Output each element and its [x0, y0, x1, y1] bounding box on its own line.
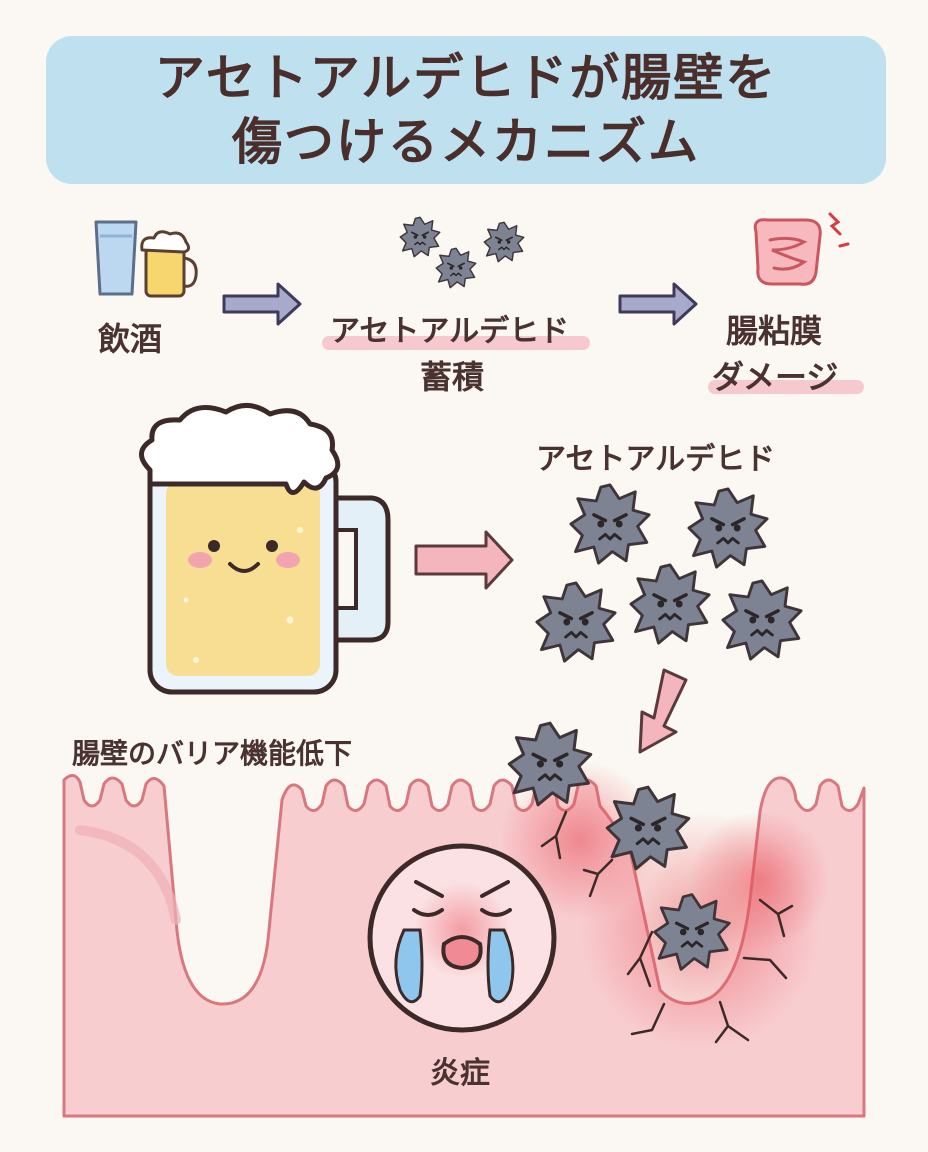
barrier-function-decline-label: 腸壁のバリア機能低下: [72, 737, 353, 770]
step-accumulation-label-1: アセトアルデヒド: [330, 314, 570, 349]
inflammation-glow: [690, 810, 830, 950]
arrow-right-icon: [222, 282, 302, 326]
inflammation-label: 炎症: [430, 1056, 490, 1091]
acetaldehyde-molecule-icon: [687, 487, 769, 569]
title-line-2: 傷つけるメカニズム: [232, 113, 700, 171]
step-accumulation-label-2: 蓄積: [420, 358, 485, 396]
acetaldehyde-molecule-icon: [535, 581, 617, 663]
acetaldehyde-molecule-icon: [629, 563, 711, 645]
arrow-right-icon: [618, 282, 698, 326]
tissue-cracks: [540, 810, 794, 1044]
crying-cell-icon: [367, 843, 557, 1033]
drink-glasses-icon: [94, 220, 198, 298]
smiling-beer-mug: [139, 403, 391, 695]
acetaldehyde-molecule-icon: [569, 483, 651, 565]
arrow-down-icon: [638, 668, 688, 754]
title-banner: アセトアルデヒドが腸壁を 傷つけるメカニズム: [46, 36, 886, 184]
step-damage-label-1: 腸粘膜: [726, 312, 823, 350]
title-line-1: アセトアルデヒドが腸壁を: [154, 49, 778, 107]
acetaldehyde-molecule-icon: [435, 247, 477, 289]
acetaldehyde-label: アセトアルデヒド: [536, 442, 776, 477]
step-drinking-label: 飲酒: [98, 320, 163, 358]
acetaldehyde-molecule-icon: [721, 579, 803, 661]
arrow-right-icon: [414, 530, 514, 590]
intestine-icon: [753, 212, 850, 286]
step-damage-label-2: ダメージ: [712, 358, 839, 396]
acetaldehyde-molecule-icon: [399, 216, 441, 258]
acetaldehyde-molecule-icon: [483, 221, 525, 263]
highlight-bar: [708, 380, 864, 394]
highlight-bar: [322, 336, 590, 350]
